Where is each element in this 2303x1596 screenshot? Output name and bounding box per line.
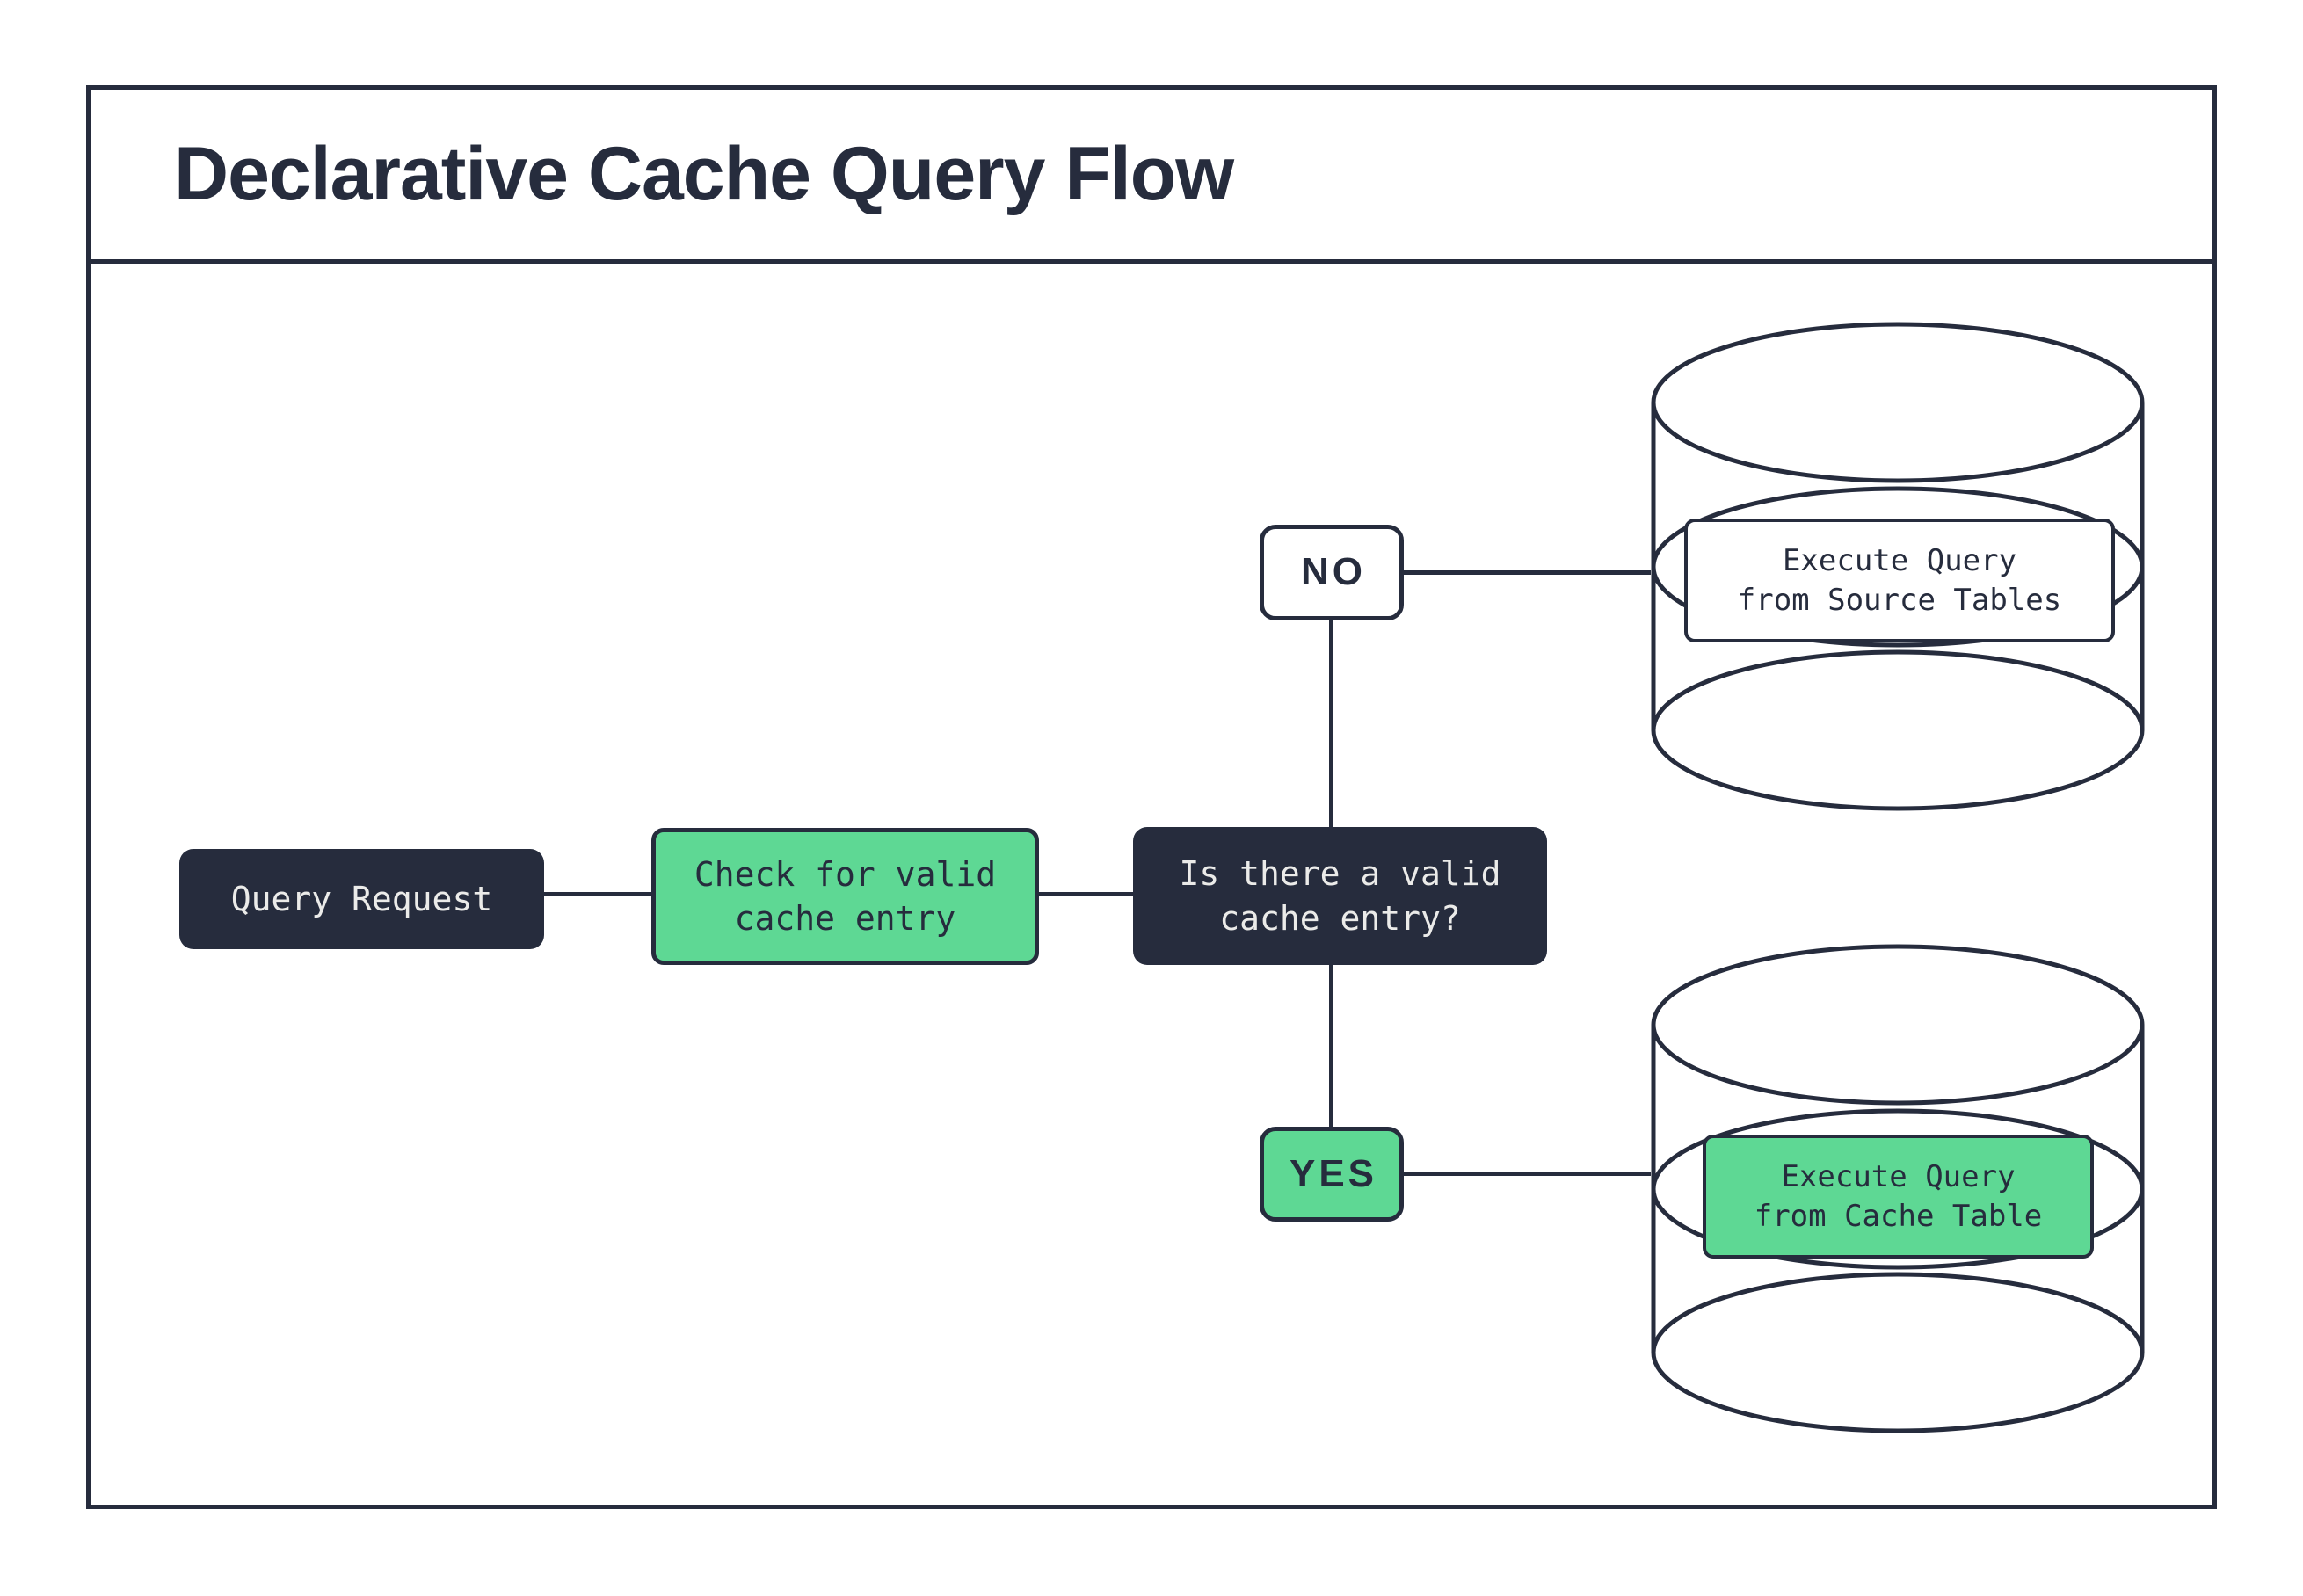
node-branch-yes: YES xyxy=(1260,1127,1404,1222)
connector-yes-to-cache-db xyxy=(1404,1172,1651,1176)
node-execute-source-label: Execute Query from Source Tables xyxy=(1737,542,2062,618)
connector-decision-to-yes xyxy=(1329,965,1333,1127)
node-branch-no-label: NO xyxy=(1301,550,1366,594)
node-query-request-label: Query Request xyxy=(230,879,493,918)
diagram-frame: Declarative Cache Query Flow xyxy=(86,85,2217,1509)
connector-no-to-source-db xyxy=(1404,570,1651,575)
node-check-cache: Check for valid cache entry xyxy=(651,828,1039,965)
cache-database-cylinder-icon xyxy=(1651,944,2145,1433)
diagram-title: Declarative Cache Query Flow xyxy=(174,132,1234,216)
connector-decision-to-no xyxy=(1329,620,1333,827)
node-decision-label: Is there a valid cache entry? xyxy=(1179,854,1501,938)
node-query-request: Query Request xyxy=(179,849,544,949)
connector-query-to-check xyxy=(544,892,651,896)
node-execute-cache: Execute Query from Cache Table xyxy=(1703,1135,2094,1259)
node-execute-cache-label: Execute Query from Cache Table xyxy=(1754,1158,2043,1234)
diagram-header: Declarative Cache Query Flow xyxy=(91,90,2212,264)
node-execute-source: Execute Query from Source Tables xyxy=(1684,519,2115,642)
node-branch-yes-label: YES xyxy=(1289,1151,1378,1195)
node-decision: Is there a valid cache entry? xyxy=(1133,827,1547,965)
node-branch-no: NO xyxy=(1260,525,1404,620)
node-check-cache-label: Check for valid cache entry xyxy=(694,854,997,938)
source-database-cylinder-icon xyxy=(1651,322,2145,811)
connector-check-to-decision xyxy=(1039,892,1133,896)
